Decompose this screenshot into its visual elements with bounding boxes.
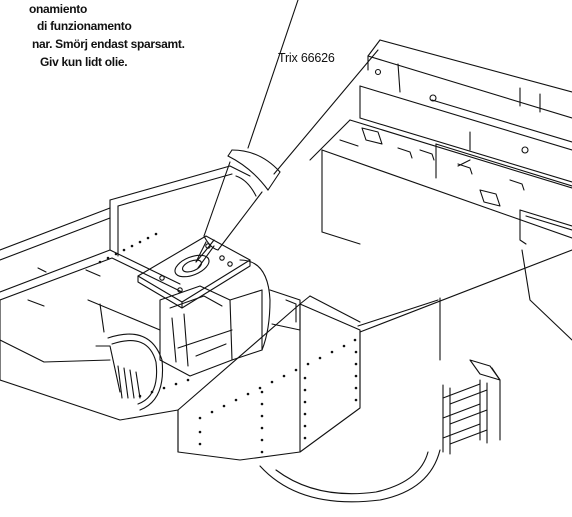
rear-frame-structure bbox=[310, 40, 572, 244]
product-number-label: Trix 66626 bbox=[278, 51, 335, 65]
bearing-block bbox=[160, 260, 300, 376]
caption-line-4: Giv kun lidt olie. bbox=[40, 55, 128, 69]
oiler-bottle bbox=[196, 0, 378, 268]
driving-wheel bbox=[260, 450, 440, 502]
front-side-panel bbox=[178, 296, 360, 460]
rivet-rows bbox=[98, 232, 358, 454]
caption-line-3: nar. Smörj endast sparsamt. bbox=[32, 37, 185, 51]
deck-slots bbox=[340, 70, 528, 207]
cylinder-front bbox=[96, 334, 163, 410]
ladder bbox=[443, 360, 500, 454]
left-running-board bbox=[0, 166, 250, 420]
caption-line-1: onamiento bbox=[29, 2, 87, 16]
bearing-plate bbox=[138, 236, 250, 308]
caption-line-2: di funzionamento bbox=[37, 19, 132, 33]
